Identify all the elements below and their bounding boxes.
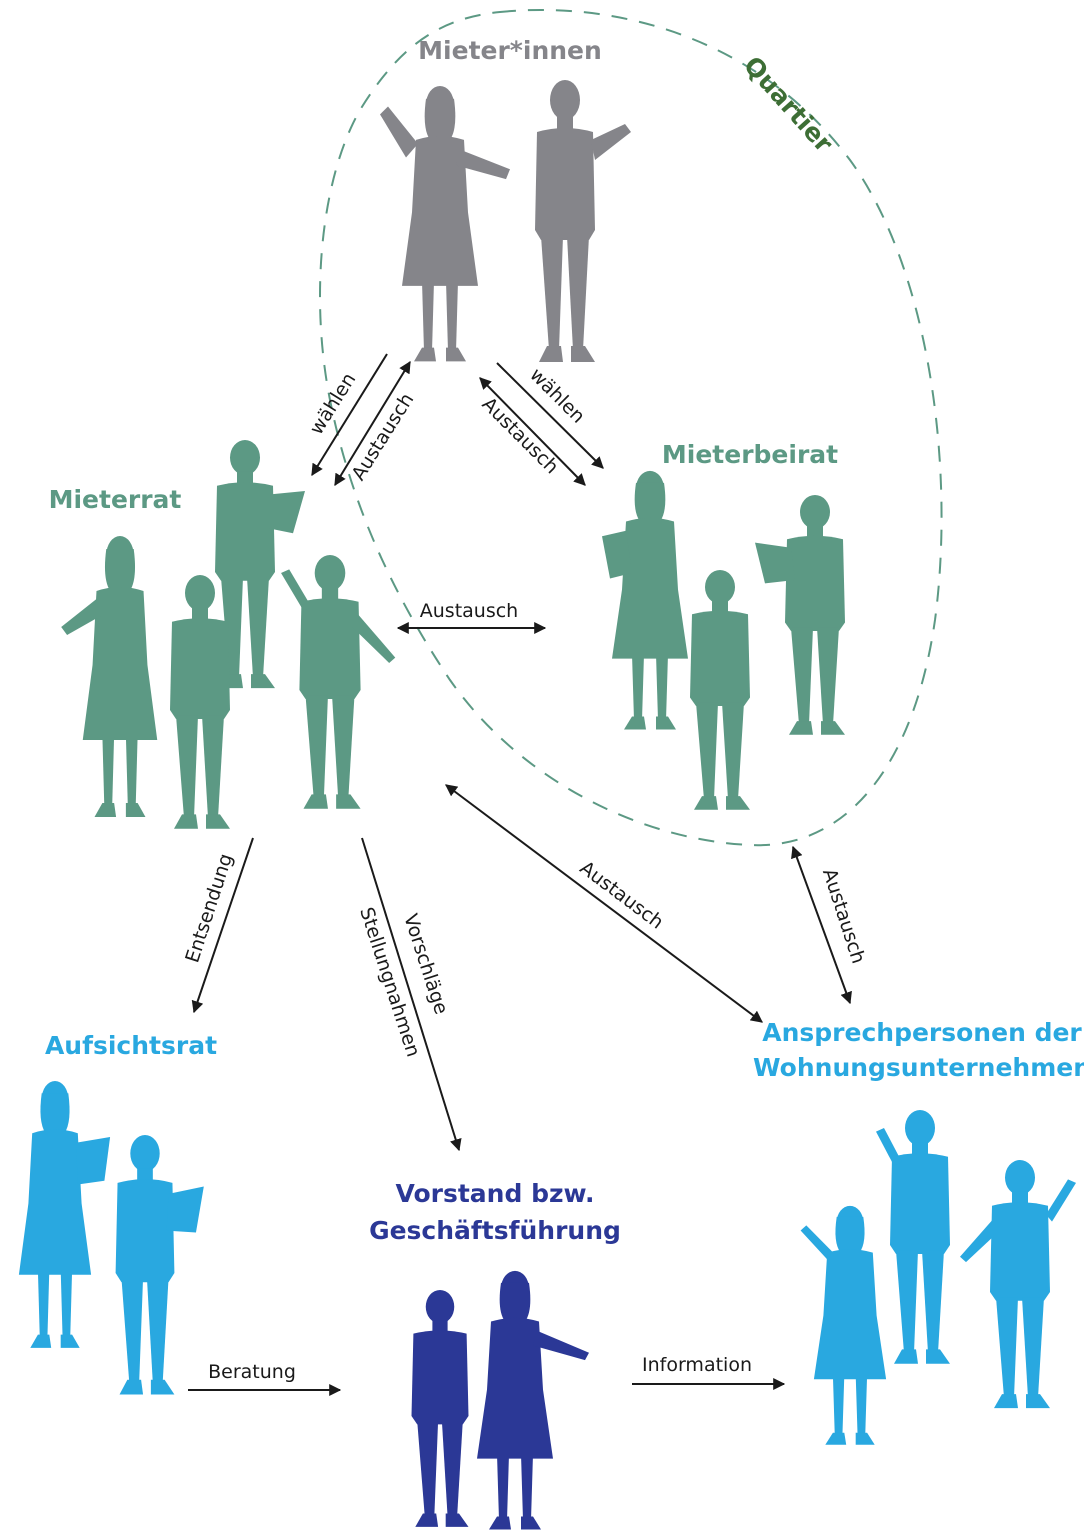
mieterbeirat-man1-figure [690,570,750,810]
mieter-woman-figure [380,85,510,362]
vorstand-figures [411,1270,589,1530]
label-mieter: Mieter*innen [418,36,602,65]
label-austausch-right: Austausch [478,393,563,478]
mieterbeirat-man2-figure [755,495,845,735]
arrow-austausch-right [479,377,586,486]
label-vorstand-line2: Geschäftsführung [369,1216,621,1245]
label-quartier: Quartier [738,51,839,159]
relation-arrows [188,353,852,1396]
mieterbeirat-woman-figure [602,470,688,730]
mieterrat-man1-figure [215,440,305,689]
mieterbeirat-figures [602,470,845,810]
label-mieterrat: Mieterrat [49,485,182,514]
label-waehlen-right: wählen [525,364,589,428]
arrow-austausch-vertical [791,845,852,1005]
label-ansprech-line2: Wohnungsunternehmen [753,1053,1084,1082]
label-mieterbeirat: Mieterbeirat [662,440,838,469]
label-ansprech-line1: Ansprechpersonen der [762,1018,1082,1047]
mieter-figures [380,80,631,362]
label-waehlen-left: wählen [305,369,360,439]
vorstand-woman-figure [477,1270,589,1530]
aufsichtsrat-woman-figure [18,1080,111,1348]
label-austausch-diagonal: Austausch [576,857,668,934]
label-beratung: Beratung [208,1361,296,1383]
mieter-man-figure [535,80,631,362]
mieterrat-figures [61,440,396,829]
label-aufsichtsrat: Aufsichtsrat [45,1031,217,1060]
ansprech-man1-figure [876,1110,950,1364]
vorstand-man-figure [411,1290,469,1527]
arrow-vorschlaege [361,837,462,1152]
arrow-austausch-left [334,360,411,487]
label-austausch-middle: Austausch [420,600,518,622]
ansprech-woman-figure [800,1205,887,1445]
mieterrat-man2-figure [170,575,230,829]
label-information: Information [642,1354,752,1376]
ansprech-man2-figure [960,1160,1076,1409]
label-austausch-left: Austausch [347,389,418,484]
quartier-boundary [319,9,943,847]
aufsichtsrat-figures [18,1080,204,1395]
ansprechpersonen-figures [800,1110,1076,1445]
mieterrat-woman-figure [61,536,158,817]
label-vorstand-line1: Vorstand bzw. [395,1179,594,1208]
label-austausch-vertical: Austausch [818,866,869,966]
arrow-austausch-diagonal [445,784,763,1023]
mieterrat-man3-figure [281,555,396,809]
arrow-entsendung [191,837,254,1014]
aufsichtsrat-man-figure [115,1135,204,1395]
